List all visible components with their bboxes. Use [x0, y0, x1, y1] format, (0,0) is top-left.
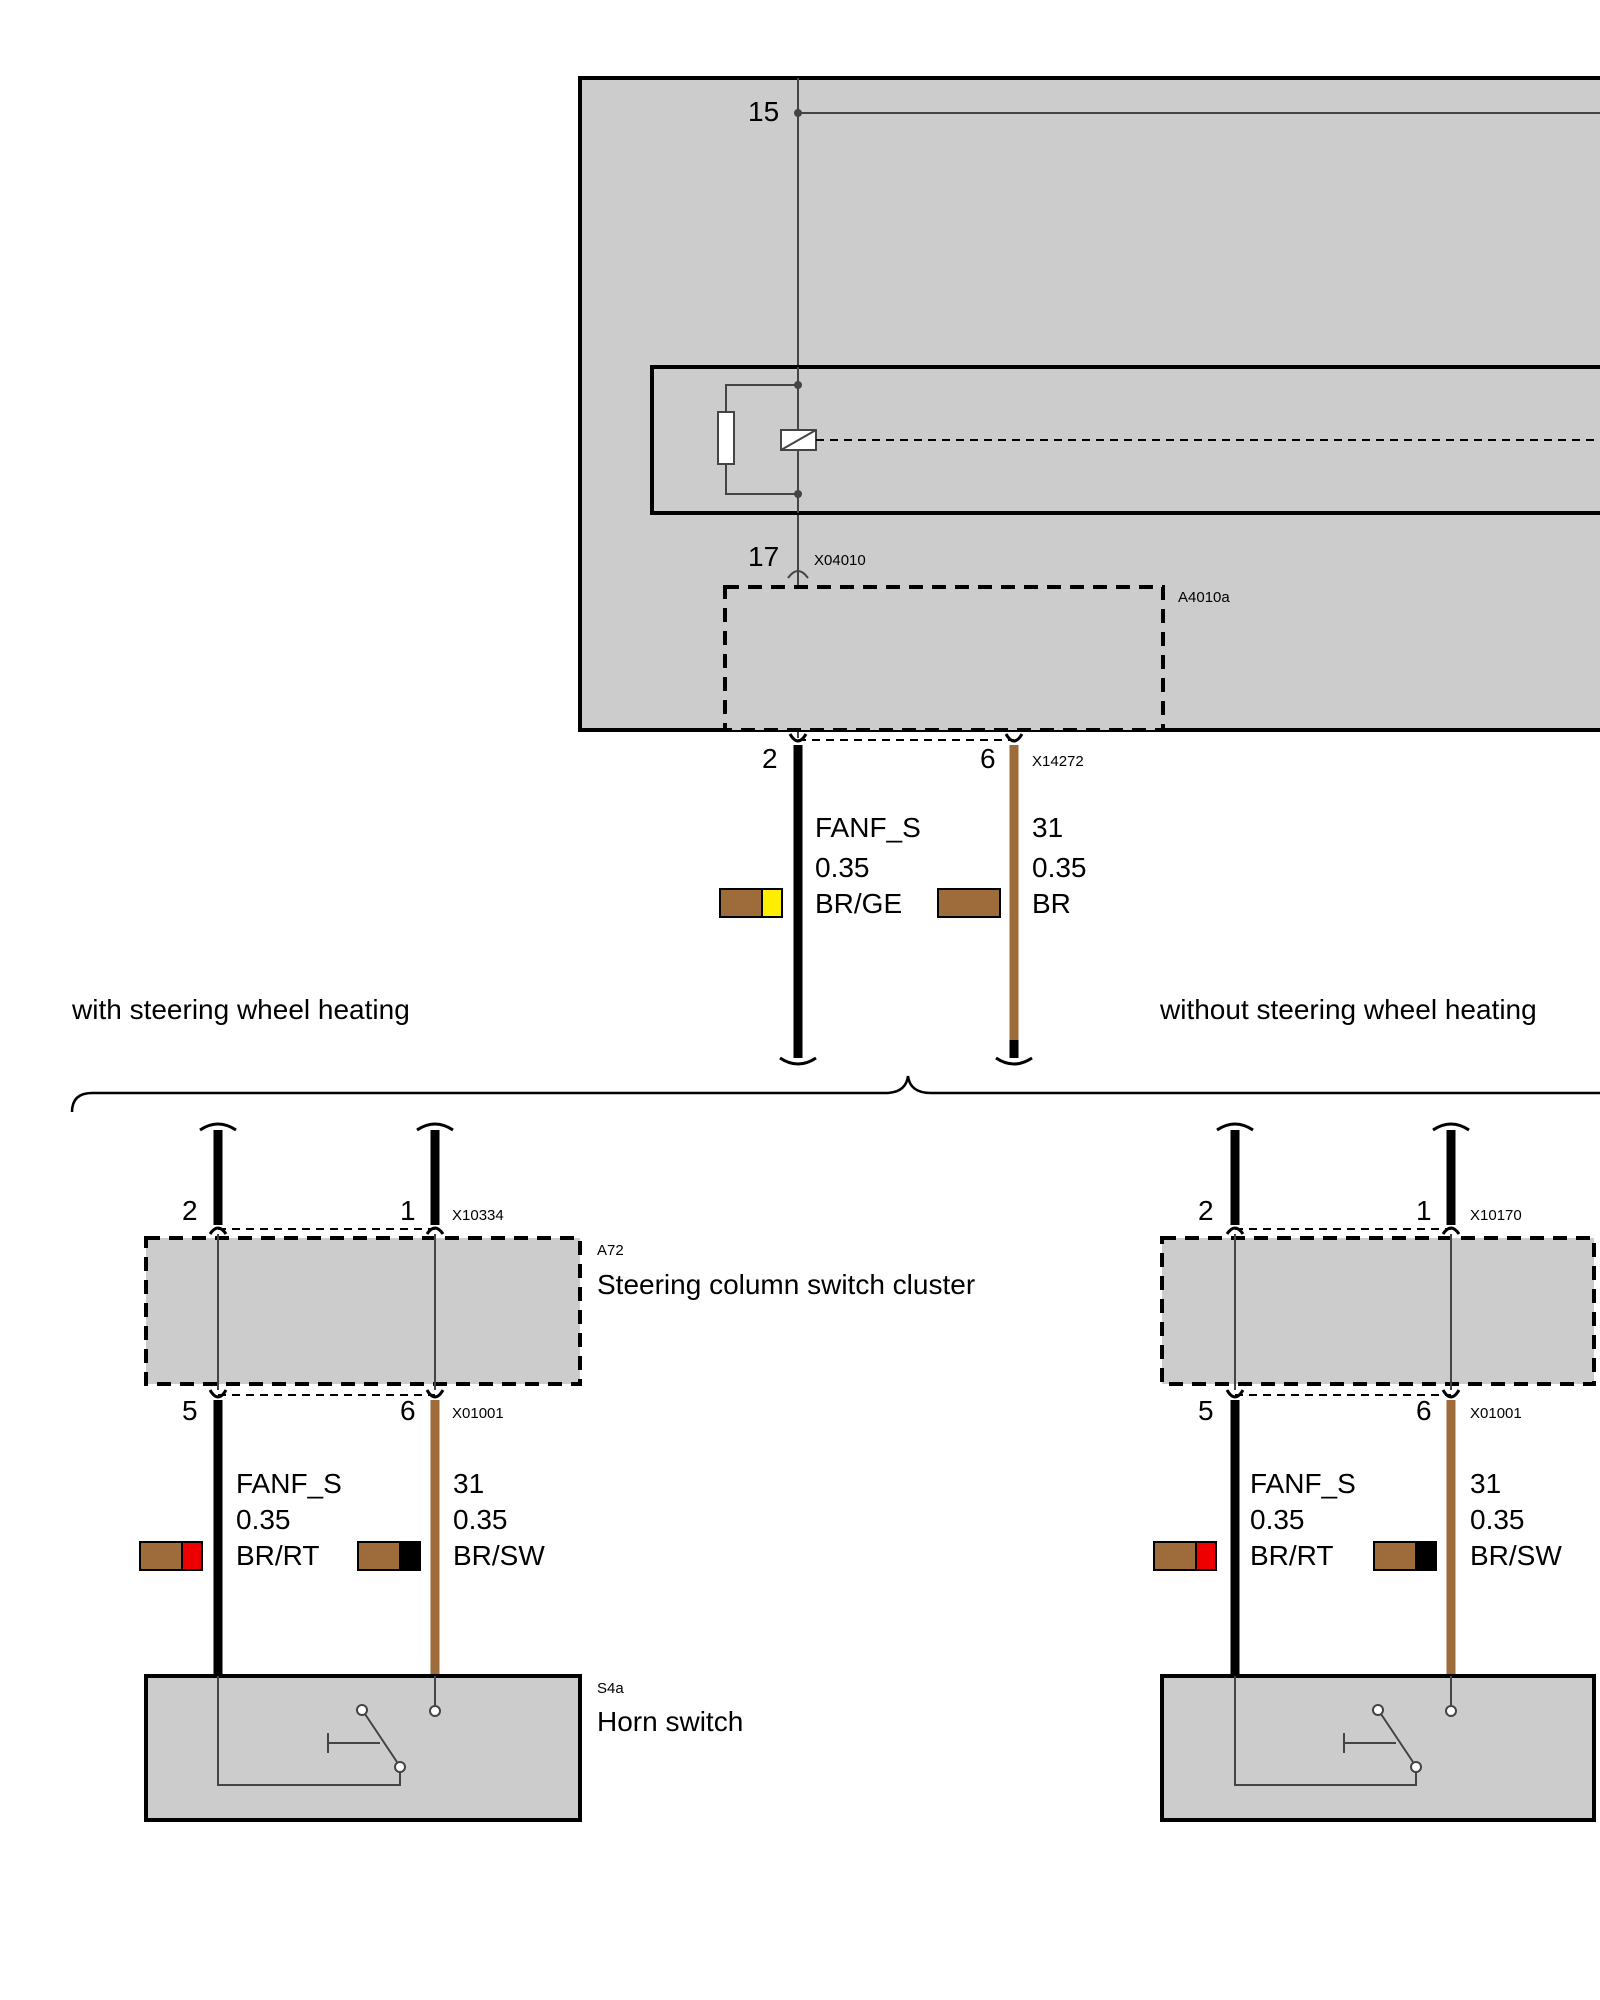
horn-switch-lever-icon	[364, 1713, 398, 1763]
a72-box	[144, 1236, 582, 1386]
left-x01001-arc-5	[208, 1389, 228, 1399]
wire-31-gauge: 0.35	[1032, 852, 1087, 883]
pin-17-label: 17	[748, 541, 779, 572]
left-connector-x01001-label: X01001	[452, 1405, 504, 1422]
wire-31-color: BR	[1032, 888, 1071, 919]
resistor-icon	[717, 411, 735, 465]
left-cluster: 2 1 X10334 A72 Steering column switch cl…	[139, 1122, 975, 1822]
connector-x14272-label: X14272	[1032, 753, 1084, 770]
variant-brace	[70, 1075, 1600, 1113]
right-horn-switch-trace	[1234, 1676, 1417, 1786]
left-wire-fanf-s-gauge: 0.35	[236, 1504, 291, 1535]
a4010a-box	[723, 585, 1165, 732]
wire-fanf-s-signal: FANF_S	[815, 812, 921, 843]
right-horn-switch-lever-end	[1372, 1704, 1384, 1716]
right-pin-2-label: 2	[1198, 1195, 1214, 1226]
right-connector-x10170-label: X10170	[1470, 1207, 1522, 1224]
wire-fanf-s-top-break-icon	[779, 1056, 817, 1066]
left-swatch-red	[181, 1541, 203, 1571]
left-wire-31-color: BR/SW	[453, 1540, 545, 1571]
right-horn-switch-contact	[1445, 1705, 1457, 1717]
right-connector-x01001-label: X01001	[1470, 1405, 1522, 1422]
right-pin-5-label: 5	[1198, 1395, 1214, 1426]
left-pin-6-label: 6	[400, 1395, 416, 1426]
left-wire-31-signal: 31	[453, 1468, 484, 1499]
x14272-pin-2-arc	[788, 733, 808, 743]
right-swatch-red	[1195, 1541, 1217, 1571]
right-x01001-arc-5	[1225, 1389, 1245, 1399]
right-wire-31-color: BR/SW	[1470, 1540, 1562, 1571]
connector-x04010-label: X04010	[814, 552, 866, 569]
pin-15-node	[794, 109, 802, 117]
a72-name-label: Steering column switch cluster	[597, 1269, 975, 1300]
wire-31-top-break-icon	[995, 1056, 1033, 1066]
right-cluster-box	[1160, 1236, 1596, 1386]
horn-switch-id-label: S4a	[597, 1680, 624, 1697]
left-connector-x10334-label: X10334	[452, 1207, 504, 1224]
left-swatch-black	[399, 1541, 421, 1571]
wire-31-signal: 31	[1032, 812, 1063, 843]
a72-id-label: A72	[597, 1242, 624, 1259]
swatch-yellow	[761, 888, 783, 918]
left-x01001-arc-6	[425, 1389, 445, 1399]
left-x10334-arc-2	[208, 1226, 228, 1235]
x14272-pin-6-label: 6	[980, 743, 996, 774]
right-swatch-brown	[1153, 1541, 1197, 1571]
right-wire-1-break-icon	[1432, 1122, 1470, 1132]
pin-15-label: 15	[748, 96, 779, 127]
x14272-pin-6-arc	[1004, 733, 1024, 743]
left-swatch-brown-2	[357, 1541, 401, 1571]
right-wire-31-signal: 31	[1470, 1468, 1501, 1499]
without-heating-label: without steering wheel heating	[1159, 994, 1537, 1025]
wire-fanf-s-color: BR/GE	[815, 888, 902, 919]
right-pin-1-label: 1	[1416, 1195, 1432, 1226]
right-x10170-arc-1	[1441, 1226, 1461, 1235]
right-horn-switch-pivot	[1410, 1761, 1422, 1773]
connector-x04010-arc	[787, 570, 809, 579]
right-cluster: 2 1 X10170 5 6 X01001 FANF_S 0.35 BR/RT …	[1153, 1122, 1596, 1822]
left-pin-2-label: 2	[182, 1195, 198, 1226]
right-wire-fanf-s-gauge: 0.35	[1250, 1504, 1305, 1535]
right-wire-31-gauge: 0.35	[1470, 1504, 1525, 1535]
right-pin-6-label: 6	[1416, 1395, 1432, 1426]
left-wire-31-gauge: 0.35	[453, 1504, 508, 1535]
horn-switch-trace	[217, 1676, 401, 1786]
x14272-pin-2-label: 2	[762, 743, 778, 774]
swatch-brown-solid	[937, 888, 1001, 918]
horn-switch-pivot	[394, 1761, 406, 1773]
horn-switch-box	[144, 1674, 582, 1822]
right-x10170-arc-2	[1225, 1226, 1245, 1235]
a4010a-label: A4010a	[1178, 589, 1230, 606]
relay-coil-diagonal	[780, 429, 817, 451]
right-swatch-brown-2	[1373, 1541, 1417, 1571]
left-pin-5-label: 5	[182, 1395, 198, 1426]
horn-switch-name-label: Horn switch	[597, 1706, 743, 1737]
left-swatch-brown	[139, 1541, 183, 1571]
right-x01001-arc-6	[1441, 1389, 1461, 1399]
wire-fanf-s-gauge: 0.35	[815, 852, 870, 883]
with-heating-label: with steering wheel heating	[71, 994, 410, 1025]
left-x10334-arc-1	[425, 1226, 445, 1235]
left-wire-2-break-icon	[199, 1122, 237, 1132]
horn-switch-lever-end	[356, 1704, 368, 1716]
left-wire-1-break-icon	[416, 1122, 454, 1132]
right-wire-2-break-icon	[1216, 1122, 1254, 1132]
right-wire-fanf-s-color: BR/RT	[1250, 1540, 1334, 1571]
right-wire-fanf-s-signal: FANF_S	[1250, 1468, 1356, 1499]
left-wire-fanf-s-color: BR/RT	[236, 1540, 320, 1571]
right-horn-switch-lever-icon	[1380, 1713, 1414, 1763]
left-wire-fanf-s-signal: FANF_S	[236, 1468, 342, 1499]
horn-switch-contact	[429, 1705, 441, 1717]
swatch-brown	[719, 888, 763, 918]
left-pin-1-label: 1	[400, 1195, 416, 1226]
right-horn-switch-box	[1160, 1674, 1596, 1822]
right-swatch-black	[1415, 1541, 1437, 1571]
